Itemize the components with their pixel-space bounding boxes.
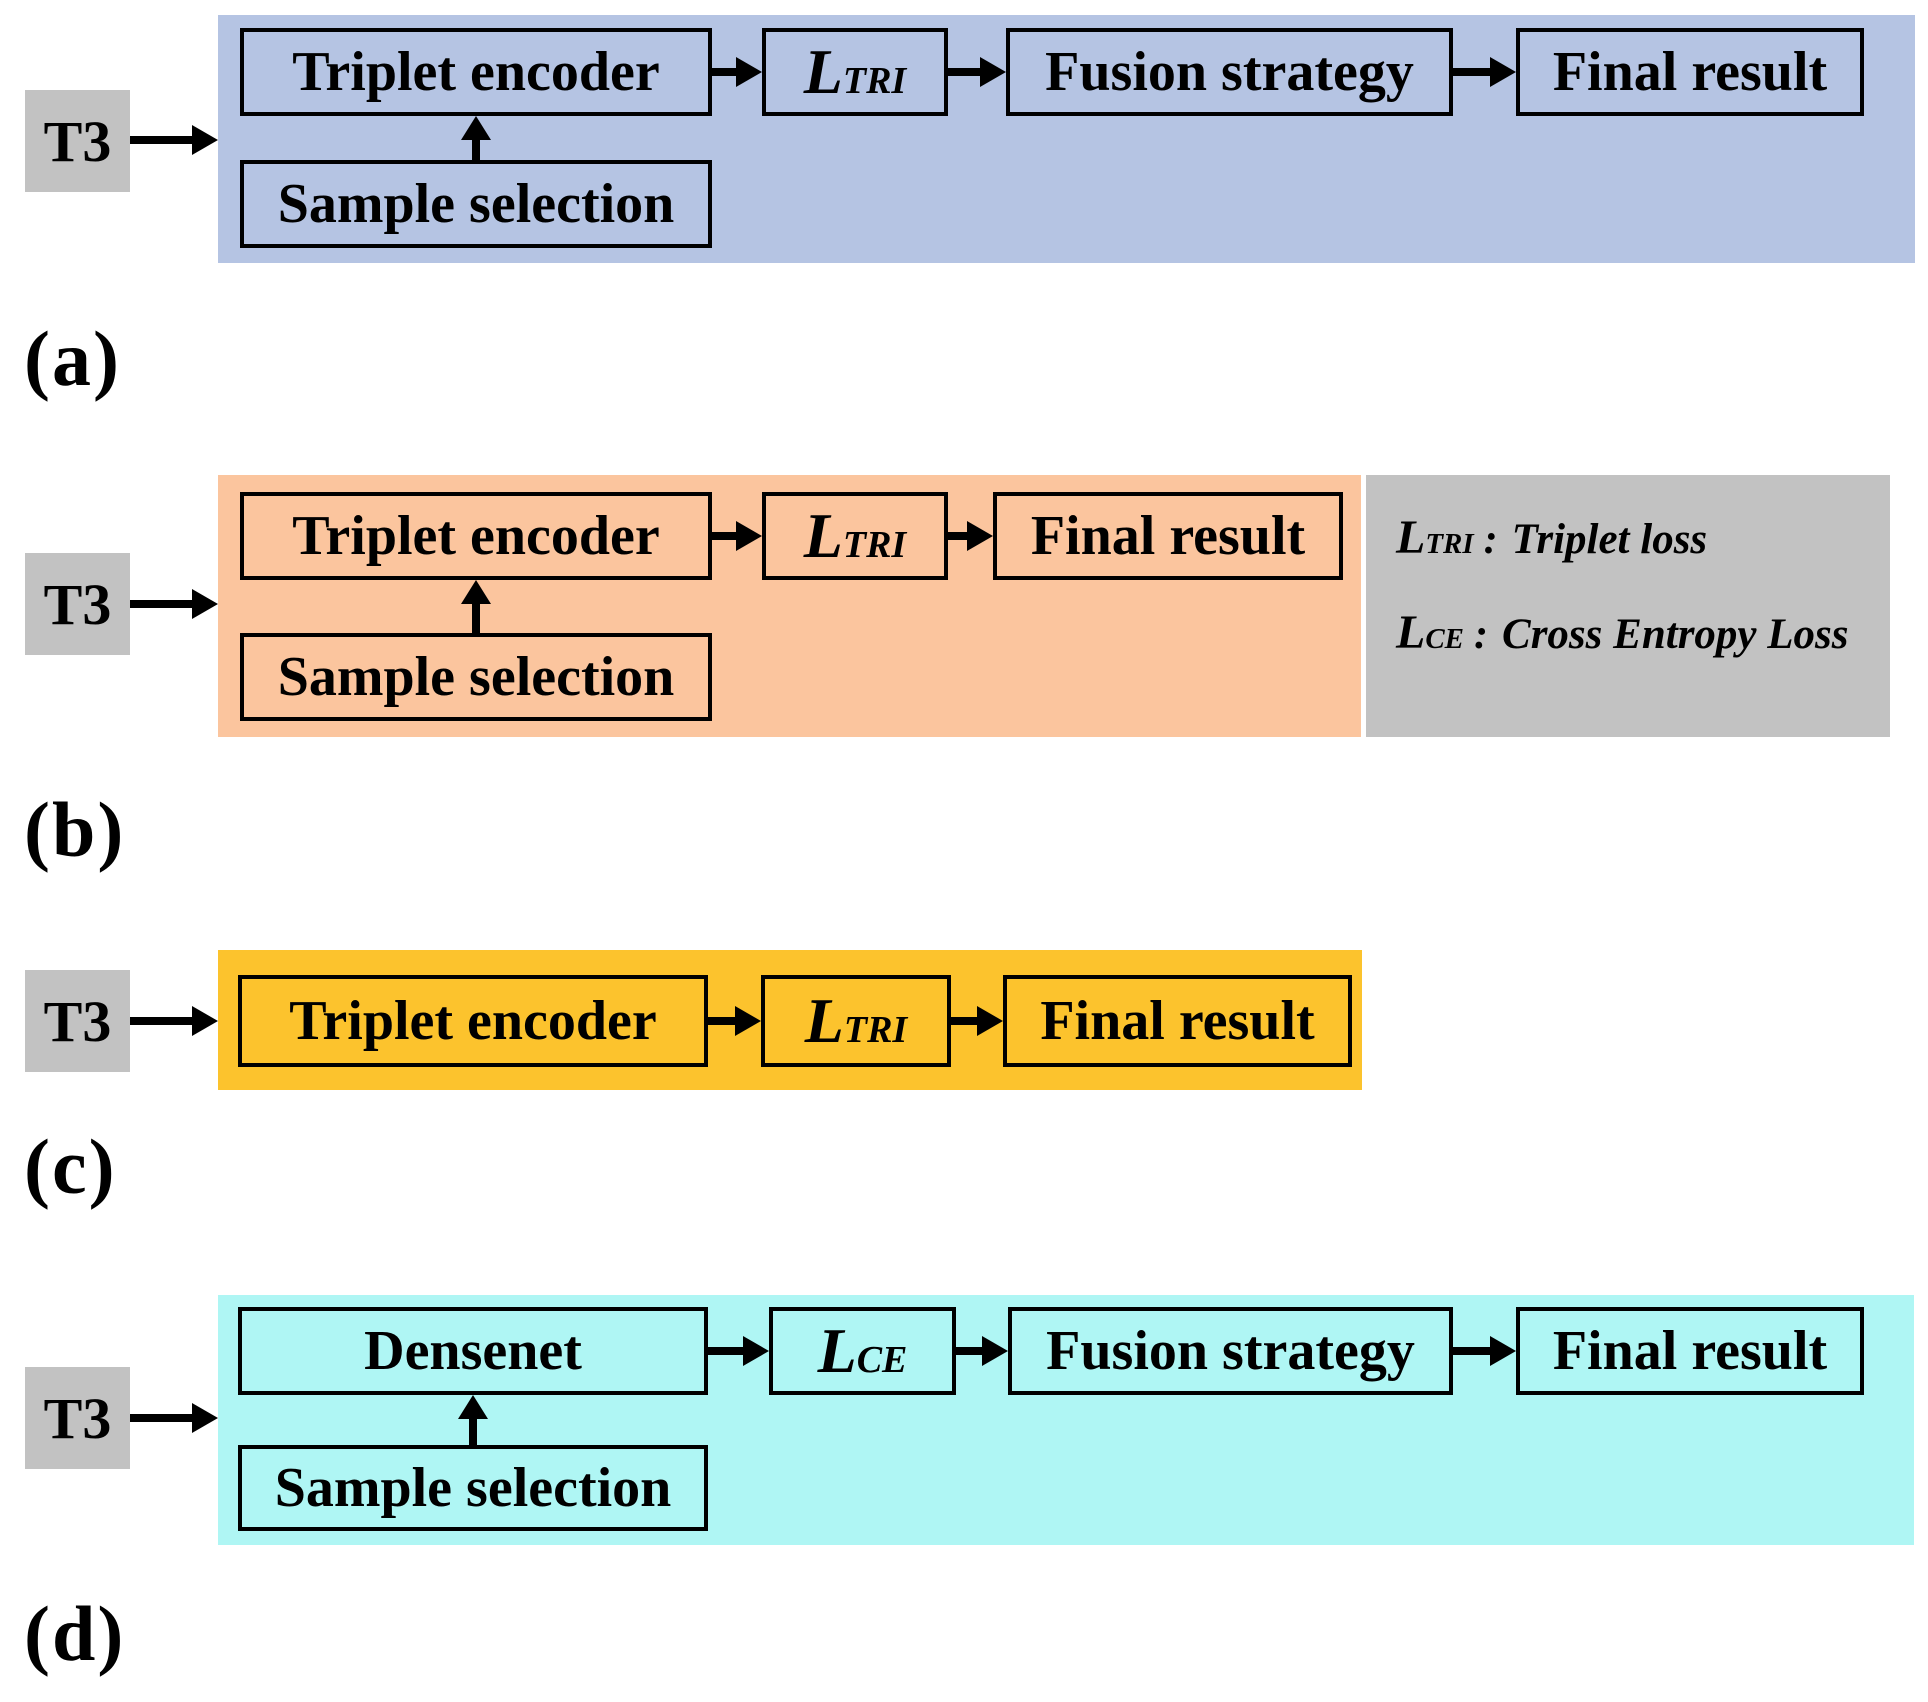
flow-arrow bbox=[708, 1006, 761, 1036]
flow-arrow bbox=[712, 57, 762, 87]
triplet-loss-label: LTRI bbox=[803, 36, 907, 107]
sample-selection-box: Sample selection bbox=[240, 160, 712, 248]
input-t3-box: T3 bbox=[25, 1367, 130, 1469]
legend-box: LTRI:Triplet loss LCE:Cross Entropy Loss bbox=[1366, 475, 1890, 737]
fusion-strategy-label: Fusion strategy bbox=[1046, 1320, 1415, 1382]
triplet-encoder-box: Triplet encoder bbox=[240, 28, 712, 116]
triplet-encoder-box: Triplet encoder bbox=[238, 975, 708, 1067]
flow-arrow bbox=[951, 1006, 1003, 1036]
section-label-c: (c) bbox=[24, 1123, 117, 1210]
panel-d bbox=[218, 1295, 1914, 1545]
flow-arrow bbox=[948, 57, 1006, 87]
triplet-encoder-label: Triplet encoder bbox=[292, 505, 660, 567]
densenet-label: Densenet bbox=[364, 1320, 582, 1382]
flow-arrow bbox=[708, 1336, 769, 1366]
legend-line-cross-entropy-loss: LCE:Cross Entropy Loss bbox=[1396, 606, 1849, 659]
triplet-loss-box: LTRI bbox=[762, 28, 948, 116]
input-arrow bbox=[130, 589, 218, 619]
final-result-label: Final result bbox=[1040, 990, 1315, 1052]
final-result-box: Final result bbox=[993, 492, 1343, 580]
triplet-encoder-label: Triplet encoder bbox=[292, 41, 660, 103]
sample-to-encoder-arrow bbox=[458, 1395, 488, 1445]
input-t3-label: T3 bbox=[43, 988, 112, 1054]
final-result-label: Final result bbox=[1552, 41, 1828, 103]
flow-arrow bbox=[1453, 1336, 1516, 1366]
input-t3-label: T3 bbox=[43, 1385, 112, 1451]
input-t3-box: T3 bbox=[25, 970, 130, 1072]
sample-to-encoder-arrow bbox=[461, 116, 491, 160]
final-result-label: Final result bbox=[1030, 505, 1306, 567]
input-arrow bbox=[130, 1006, 218, 1036]
sample-selection-label: Sample selection bbox=[277, 173, 675, 235]
triplet-loss-box: LTRI bbox=[761, 975, 951, 1067]
flow-arrow bbox=[712, 521, 762, 551]
cross-entropy-loss-box: LCE bbox=[769, 1307, 956, 1395]
final-result-box: Final result bbox=[1516, 28, 1864, 116]
fusion-strategy-box: Fusion strategy bbox=[1008, 1307, 1453, 1395]
panel-a bbox=[218, 15, 1915, 263]
section-label-d: (d) bbox=[24, 1590, 126, 1677]
input-t3-label: T3 bbox=[43, 108, 112, 174]
input-t3-label: T3 bbox=[43, 571, 112, 637]
input-arrow bbox=[130, 1403, 218, 1433]
section-label-a: (a) bbox=[24, 315, 121, 402]
final-result-label: Final result bbox=[1552, 1320, 1828, 1382]
triplet-loss-box: LTRI bbox=[762, 492, 948, 580]
section-label-b: (b) bbox=[24, 786, 126, 873]
final-result-box: Final result bbox=[1516, 1307, 1864, 1395]
triplet-loss-label: LTRI bbox=[804, 985, 908, 1056]
fusion-strategy-label: Fusion strategy bbox=[1045, 41, 1414, 103]
flow-arrow bbox=[956, 1336, 1008, 1366]
triplet-encoder-label: Triplet encoder bbox=[289, 990, 657, 1052]
sample-selection-label: Sample selection bbox=[274, 1457, 672, 1519]
sample-to-encoder-arrow bbox=[461, 580, 491, 633]
cross-entropy-loss-label: LCE bbox=[817, 1315, 908, 1386]
fusion-strategy-box: Fusion strategy bbox=[1006, 28, 1453, 116]
final-result-box: Final result bbox=[1003, 975, 1352, 1067]
sample-selection-box: Sample selection bbox=[240, 633, 712, 721]
triplet-loss-label: LTRI bbox=[803, 500, 907, 571]
triplet-encoder-box: Triplet encoder bbox=[240, 492, 712, 580]
flow-arrow bbox=[948, 521, 993, 551]
legend-line-triplet-loss: LTRI:Triplet loss bbox=[1396, 511, 1708, 564]
flow-arrow bbox=[1453, 57, 1516, 87]
input-t3-box: T3 bbox=[25, 90, 130, 192]
input-arrow bbox=[130, 125, 218, 155]
input-t3-box: T3 bbox=[25, 553, 130, 655]
sample-selection-label: Sample selection bbox=[277, 646, 675, 708]
sample-selection-box: Sample selection bbox=[238, 1445, 708, 1531]
panel-b bbox=[218, 475, 1361, 737]
densenet-box: Densenet bbox=[238, 1307, 708, 1395]
